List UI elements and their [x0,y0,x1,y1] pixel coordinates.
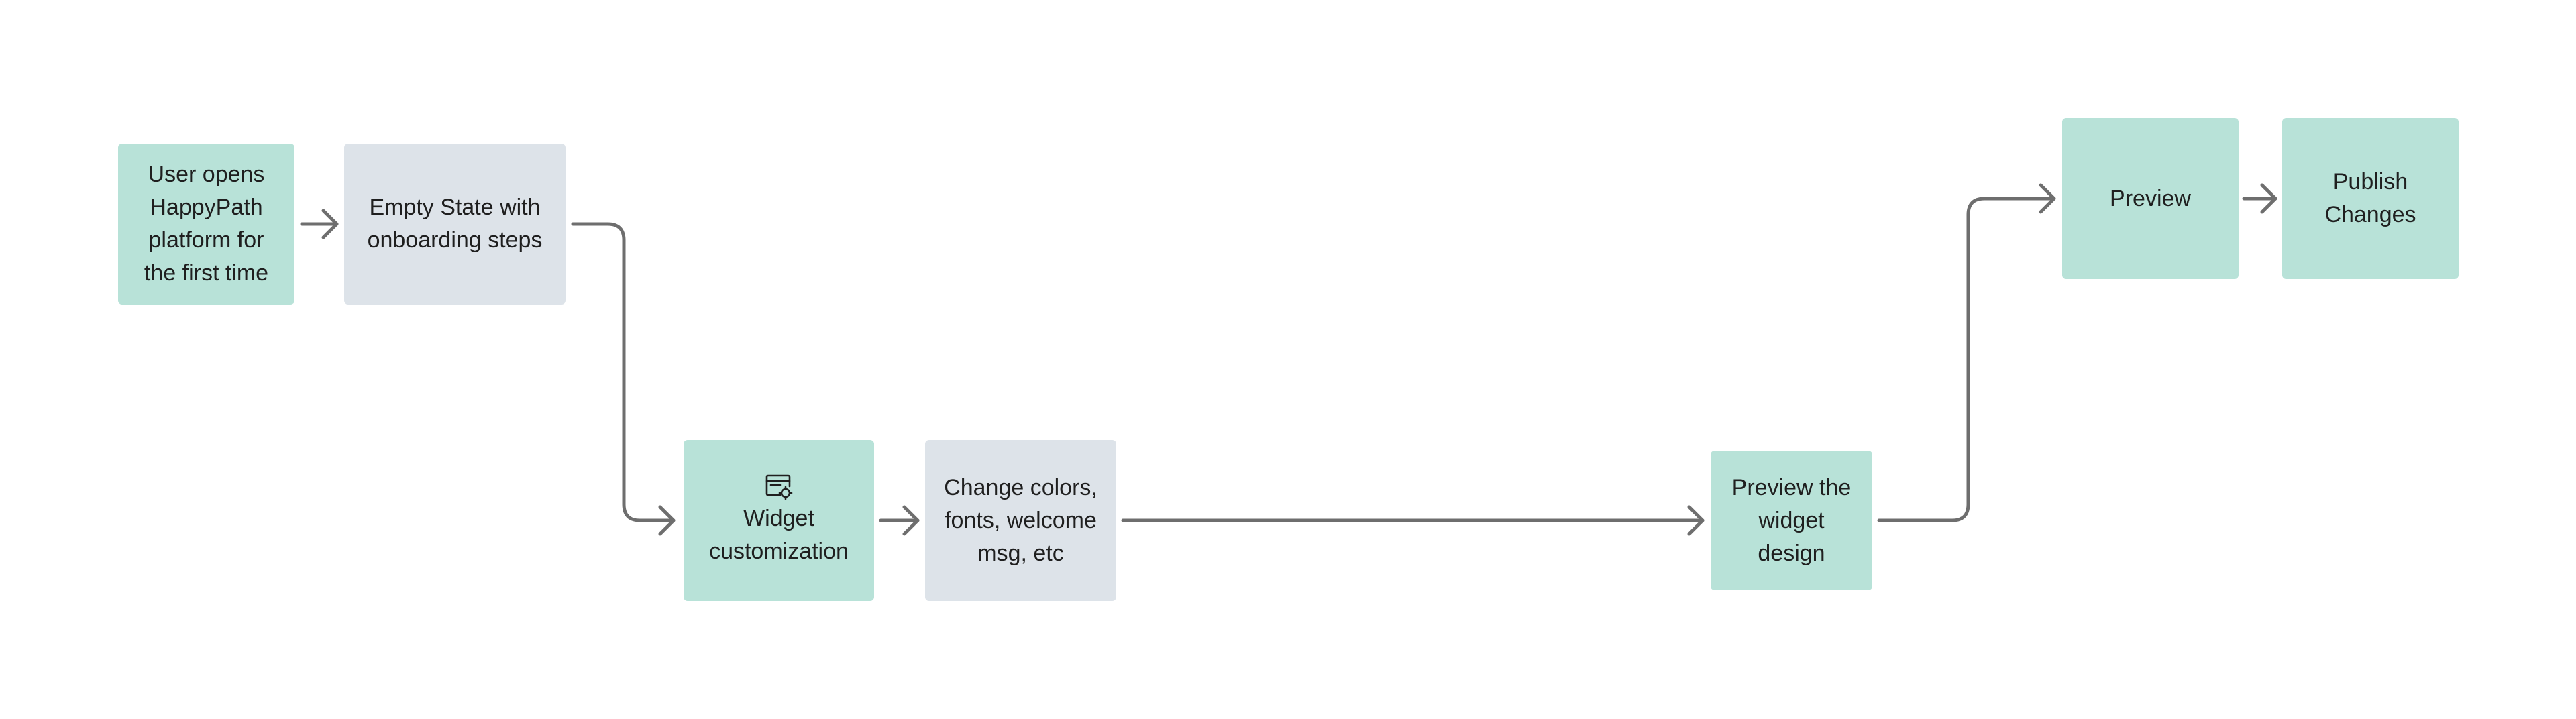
node-label: Preview [2110,185,2191,211]
node-label: Widget customization [709,506,849,564]
node-change-colors-fonts: Change colors, fonts, welcome msg, etc [925,440,1116,601]
edge-widget-customization-to-change-colors [879,505,920,536]
node-label: Preview the widget design [1731,474,1851,566]
node-user-opens-platform: User opens HappyPath platform for the fi… [118,144,294,305]
node-widget-customization: Widget customization [684,440,874,601]
edge-user-opens-to-empty-state [300,209,339,239]
node-empty-state-onboarding: Empty State with onboarding steps [344,144,566,305]
node-preview: Preview [2062,118,2239,279]
edge-empty-state-to-widget-customization [571,222,676,536]
edge-change-colors-to-preview-widget-design [1121,505,1705,536]
node-label: Change colors, fonts, welcome msg, etc [944,474,1097,566]
node-preview-widget-design: Preview the widget design [1711,451,1872,590]
widget-settings-icon [765,474,793,500]
node-label: Publish Changes [2324,169,2416,227]
edge-preview-widget-design-to-preview [1877,183,2056,522]
edge-preview-to-publish-changes [2242,183,2277,214]
node-publish-changes: Publish Changes [2282,118,2459,279]
node-label: User opens HappyPath platform for the fi… [144,162,269,286]
node-label: Empty State with onboarding steps [367,195,543,253]
